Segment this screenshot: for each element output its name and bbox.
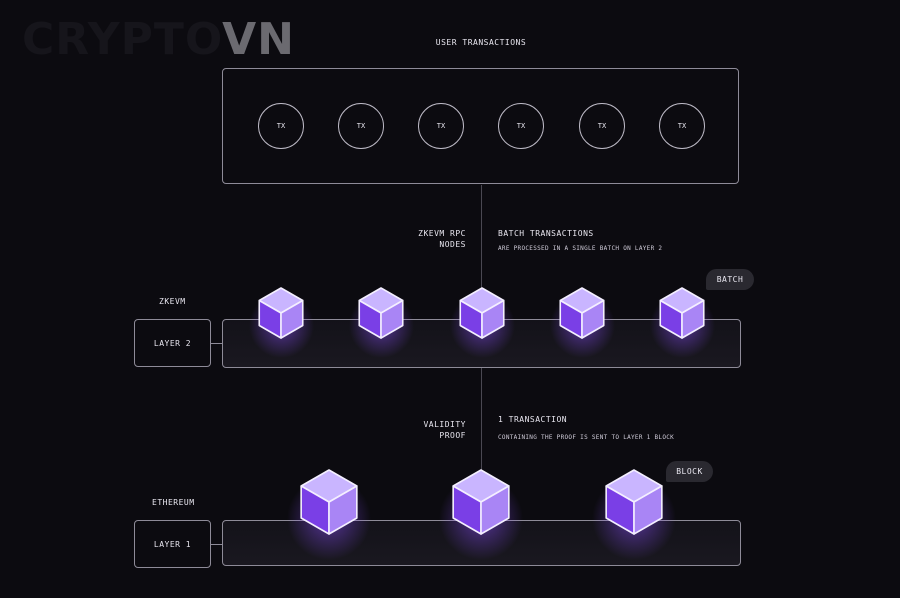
- layer1-block-cube-1: [300, 469, 358, 535]
- ethereum-network-label: ETHEREUM: [152, 498, 195, 507]
- layer2-block-cube-5: [659, 287, 705, 340]
- layer2-box: LAYER 2: [134, 319, 211, 367]
- tx-circle-5: TX: [579, 103, 625, 149]
- validity-label-line2: PROOF: [439, 431, 466, 440]
- layer1-connector: [211, 544, 222, 545]
- layer1-block-cube-2-right-face: [480, 485, 510, 535]
- layer2-block-cube-2-right-face: [380, 299, 404, 340]
- layer2-block-cube-1: [258, 287, 304, 340]
- cryptovn-logo: CRYPTOVN: [22, 14, 295, 66]
- validity-label-line1: VALIDITY: [423, 420, 466, 429]
- layer2-block-cube-5-right-face: [681, 299, 705, 340]
- user-transactions-title: USER TRANSACTIONS: [435, 38, 527, 47]
- layer1-block-cube-3-right-face: [633, 485, 663, 535]
- proof-subtitle: CONTAINING THE PROOF IS SENT TO LAYER 1 …: [498, 434, 675, 441]
- layer2-block-cube-4: [559, 287, 605, 340]
- layer2-block-cube-2: [358, 287, 404, 340]
- layer1-block-cube-2: [452, 469, 510, 535]
- layer2-connector: [211, 343, 222, 344]
- tx-circle-2: TX: [338, 103, 384, 149]
- layer1-block-cube-1-right-face: [328, 485, 358, 535]
- layer2-block-cube-3: [459, 287, 505, 340]
- tx-circle-3: TX: [418, 103, 464, 149]
- layer1-box: LAYER 1: [134, 520, 211, 568]
- tx-circle-1: TX: [258, 103, 304, 149]
- block-pill: BLOCK: [666, 461, 713, 482]
- tx-circle-4: TX: [498, 103, 544, 149]
- layer2-block-cube-1-right-face: [280, 299, 304, 340]
- layer2-block-cube-3-right-face: [481, 299, 505, 340]
- batch-title: BATCH TRANSACTIONS: [498, 229, 594, 238]
- zkevm-rpc-label-line1: ZKEVM RPC: [418, 229, 466, 238]
- logo-part-vn: VN: [222, 14, 296, 65]
- tx-circle-6: TX: [659, 103, 705, 149]
- layer1-block-cube-3: [605, 469, 663, 535]
- zkevm-rpc-label-line2: NODES: [439, 240, 466, 249]
- flow-line-lower: [481, 368, 482, 520]
- flow-line-upper: [481, 185, 482, 319]
- zkevm-network-label: ZKEVM: [159, 297, 186, 306]
- batch-subtitle: ARE PROCESSED IN A SINGLE BATCH ON LAYER…: [498, 245, 663, 252]
- proof-title: 1 TRANSACTION: [498, 415, 568, 424]
- batch-pill: BATCH: [706, 269, 754, 290]
- user-transactions-box: [222, 68, 739, 184]
- layer2-block-cube-4-right-face: [581, 299, 605, 340]
- logo-part-crypto: CRYPTO: [22, 14, 223, 65]
